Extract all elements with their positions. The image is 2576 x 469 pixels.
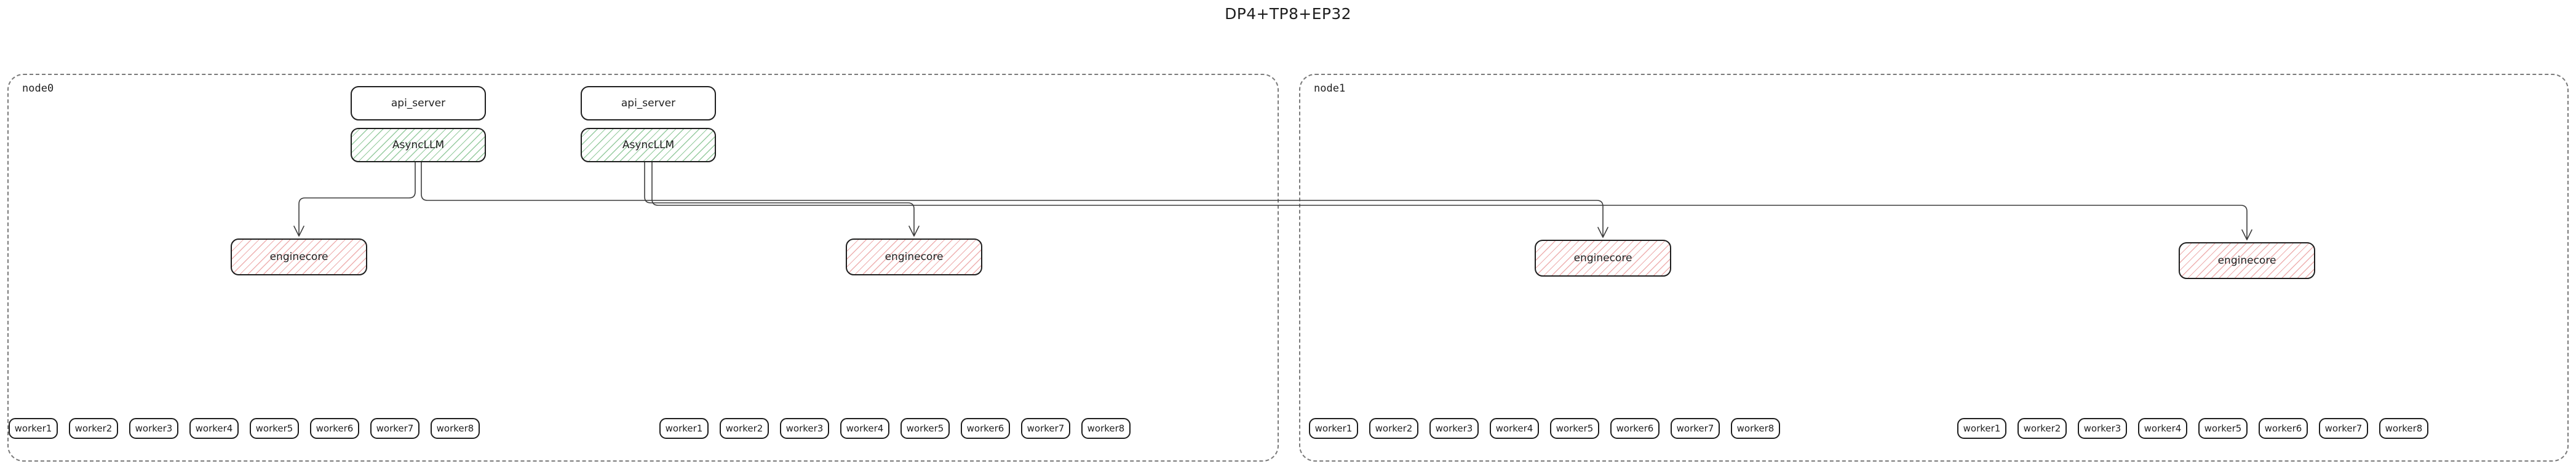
worker-box[interactable]: worker6 (310, 418, 359, 439)
worker-box[interactable]: worker5 (900, 418, 950, 439)
worker-box[interactable]: worker5 (2198, 418, 2248, 439)
node-container-node1: node1 (1299, 74, 2569, 462)
worker-box[interactable]: worker3 (780, 418, 829, 439)
worker-box[interactable]: worker3 (2078, 418, 2127, 439)
asyncllm-box-0[interactable]: AsyncLLM (351, 128, 486, 162)
api-server-box-1[interactable]: api_server (581, 86, 716, 120)
asyncllm-box-1[interactable]: AsyncLLM (581, 128, 716, 162)
worker-box[interactable]: worker7 (2319, 418, 2368, 439)
worker-box[interactable]: worker8 (431, 418, 480, 439)
enginecore-box-3[interactable]: enginecore (2179, 242, 2315, 279)
enginecore-box-2[interactable]: enginecore (1535, 240, 1671, 277)
worker-box[interactable]: worker3 (1429, 418, 1479, 439)
worker-box[interactable]: worker5 (1550, 418, 1599, 439)
worker-box[interactable]: worker6 (961, 418, 1010, 439)
worker-box[interactable]: worker2 (720, 418, 769, 439)
worker-box[interactable]: worker8 (1731, 418, 1780, 439)
worker-box[interactable]: worker7 (1671, 418, 1720, 439)
worker-box[interactable]: worker1 (9, 418, 58, 439)
worker-box[interactable]: worker1 (1309, 418, 1358, 439)
worker-box[interactable]: worker4 (189, 418, 239, 439)
worker-box[interactable]: worker6 (2259, 418, 2308, 439)
worker-box[interactable]: worker4 (840, 418, 889, 439)
worker-box[interactable]: worker8 (1081, 418, 1131, 439)
worker-box[interactable]: worker6 (1610, 418, 1660, 439)
worker-box[interactable]: worker2 (2017, 418, 2067, 439)
enginecore-box-1[interactable]: enginecore (846, 238, 982, 275)
worker-box[interactable]: worker8 (2379, 418, 2428, 439)
worker-box[interactable]: worker4 (2138, 418, 2187, 439)
node-container-node0: node0 (7, 74, 1279, 462)
worker-box[interactable]: worker1 (659, 418, 709, 439)
worker-box[interactable]: worker5 (250, 418, 299, 439)
worker-box[interactable]: worker1 (1957, 418, 2006, 439)
worker-box[interactable]: worker2 (1369, 418, 1418, 439)
worker-box[interactable]: worker3 (129, 418, 178, 439)
enginecore-box-0[interactable]: enginecore (231, 238, 367, 275)
worker-box[interactable]: worker7 (1021, 418, 1070, 439)
api-server-box-0[interactable]: api_server (351, 86, 486, 120)
worker-box[interactable]: worker7 (370, 418, 419, 439)
page-title: DP4+TP8+EP32 (1225, 5, 1351, 23)
worker-box[interactable]: worker2 (69, 418, 118, 439)
node-label-node1: node1 (1314, 82, 1346, 95)
node-label-node0: node0 (22, 82, 54, 95)
worker-box[interactable]: worker4 (1490, 418, 1539, 439)
